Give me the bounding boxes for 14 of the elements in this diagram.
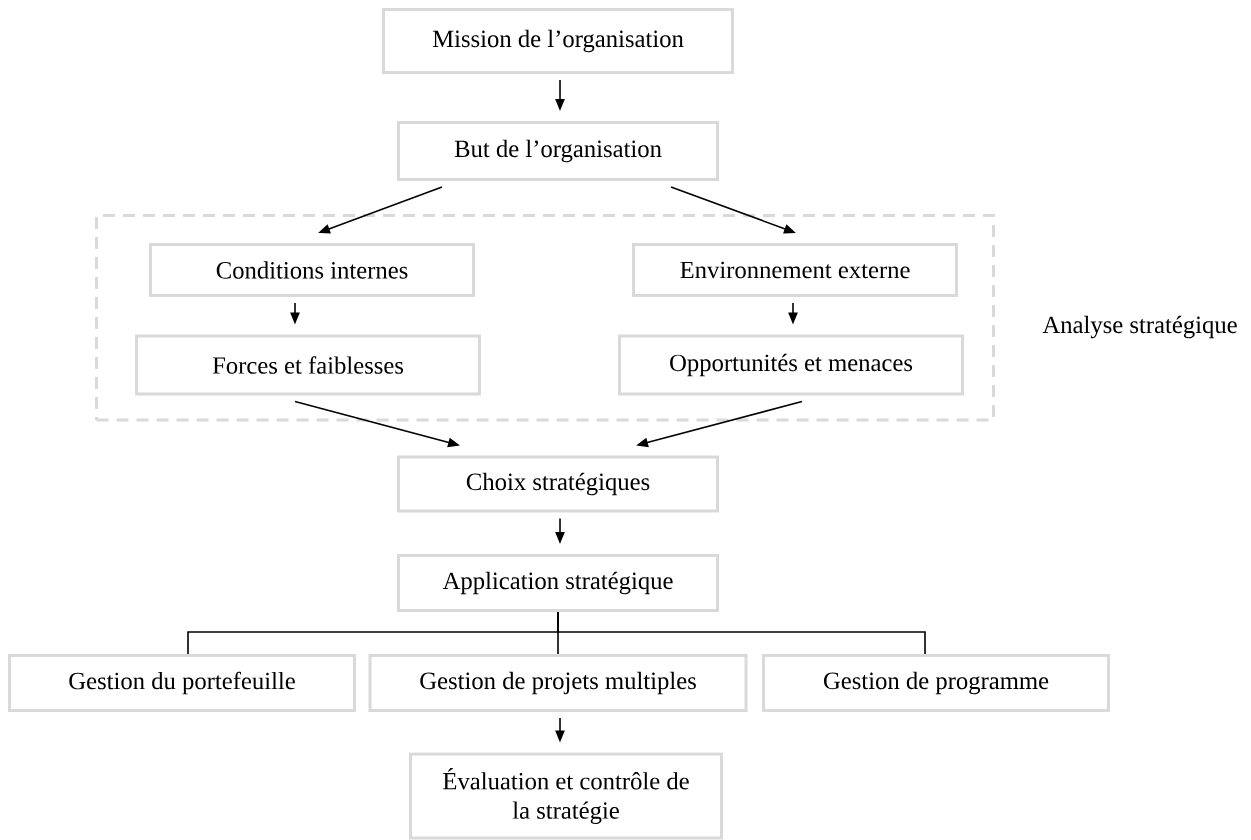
process-box: Évaluation et contrôle de la stratégie bbox=[409, 752, 723, 840]
process-box: Conditions internes bbox=[149, 243, 475, 297]
process-box: Gestion du portefeuille bbox=[8, 654, 356, 712]
process-box: Opportunités et menaces bbox=[618, 334, 964, 396]
group-label: Analyse stratégique bbox=[1042, 315, 1237, 339]
process-box: Choix stratégiques bbox=[397, 455, 719, 513]
process-box: Application stratégique bbox=[397, 554, 719, 612]
process-box: Gestion de programme bbox=[762, 654, 1110, 712]
process-box: Forces et faiblesses bbox=[135, 334, 481, 396]
process-box: Mission de l’organisation bbox=[382, 8, 734, 74]
process-box: Gestion de projets multiples bbox=[368, 654, 748, 712]
process-box: But de l’organisation bbox=[397, 121, 719, 181]
connector-line bbox=[557, 611, 926, 655]
process-box: Environnement externe bbox=[632, 243, 958, 297]
